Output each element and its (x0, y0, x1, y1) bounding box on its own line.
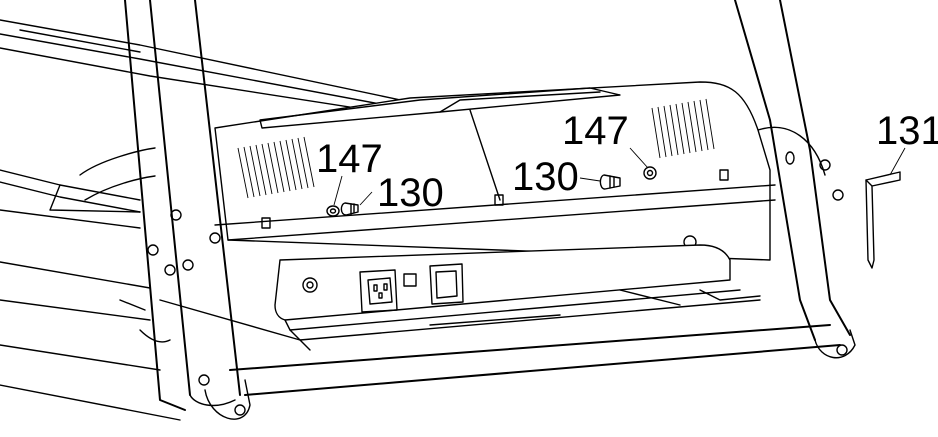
fuse-holder (403, 273, 417, 287)
washer-147-right (643, 166, 657, 180)
vent-left (237, 136, 315, 199)
base-frame (119, 289, 841, 396)
washer-147-left (326, 205, 340, 217)
allen-wrench-131 (865, 171, 901, 269)
screw-130-right (599, 174, 621, 190)
screw-hole (785, 151, 795, 165)
callout-147-right: 147 (562, 109, 629, 153)
power-switch (429, 263, 464, 305)
motor-cover (214, 81, 776, 261)
callout-130-right: 130 (512, 155, 579, 199)
callout-147-left: 147 (316, 137, 383, 181)
power-inlet (359, 269, 398, 313)
handrail-left (0, 19, 421, 421)
control-panel (274, 244, 741, 331)
screw-130-left (340, 202, 359, 216)
leader-lines (333, 147, 906, 206)
vent-right (651, 98, 715, 159)
upright-left (124, 0, 251, 420)
callout-130-left: 130 (377, 171, 444, 215)
callout-131: 131 (876, 109, 938, 153)
